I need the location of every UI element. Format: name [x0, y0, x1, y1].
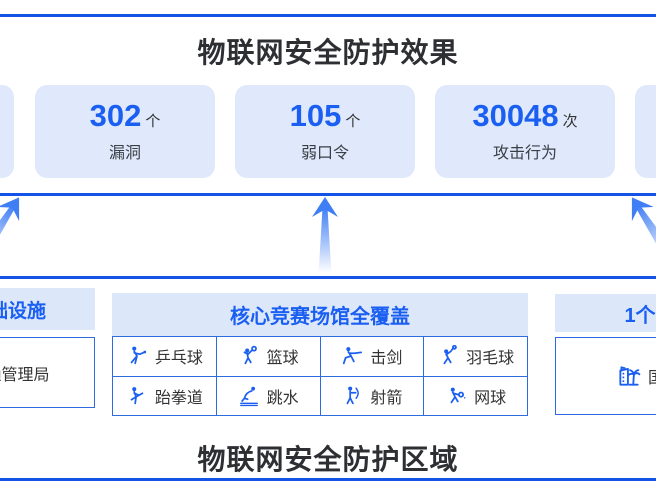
stat-value: 30048 — [472, 98, 559, 133]
venue-name-text: 国 — [647, 370, 656, 387]
stat-card-attacks: 30048 次 攻击行为 — [435, 85, 615, 178]
stat-label: 攻击行为 — [492, 145, 557, 162]
venue-label: 乒乓球 — [154, 350, 203, 368]
stat-card-weak-passwords: 105 个 弱口令 — [235, 85, 415, 178]
venue-cell-basketball: 篮球 — [216, 337, 321, 377]
stat-unit: 次 — [562, 113, 578, 130]
venue-label: 网球 — [474, 389, 507, 407]
stat-card-vulnerabilities: 302 个 漏洞 — [35, 85, 215, 178]
venue-label: 跆拳道 — [154, 389, 203, 407]
stat-number-row: 105 个 — [290, 100, 361, 131]
stat-value: 302 — [89, 98, 142, 133]
stat-unit: 个 — [345, 113, 361, 130]
up-arrow-icon — [0, 186, 36, 273]
venue-label: 击剑 — [370, 350, 403, 368]
venue-label: 射箭 — [370, 389, 403, 407]
diving-icon — [238, 385, 260, 407]
venue-cell-badminton: 羽毛球 — [424, 337, 528, 377]
stat-card-partial-right — [635, 85, 656, 178]
up-arrow-icon — [305, 197, 345, 275]
stat-label: 漏洞 — [108, 145, 141, 162]
archery-icon — [341, 385, 363, 407]
stat-number-row: 302 个 — [90, 100, 161, 131]
venue-cell-archery: 射箭 — [320, 376, 425, 416]
zone-right-header: 1个 — [555, 294, 656, 332]
venue-cell-fencing: 击剑 — [320, 337, 425, 377]
zone-center-header: 核心竞赛场馆全覆盖 — [112, 293, 528, 336]
band-bottom-line — [0, 276, 656, 279]
stat-number-row: 30048 次 — [472, 100, 577, 131]
fencing-icon — [341, 345, 363, 367]
zone-left-header: 础设施 — [0, 288, 95, 330]
venue-label: 篮球 — [266, 350, 299, 368]
page-title-effect: 物联网安全防护效果 — [197, 37, 459, 68]
basketball-icon — [238, 345, 260, 367]
top-divider-line — [0, 14, 656, 17]
stat-card-partial-left — [0, 85, 14, 178]
stat-label: 弱口令 — [300, 145, 349, 162]
tennis-icon — [445, 385, 467, 407]
venue-cell-tennis: 网球 — [424, 376, 528, 416]
taekwondo-icon — [126, 385, 148, 407]
stat-unit: 个 — [145, 113, 161, 130]
zone-left-item: 通管理局 — [0, 337, 95, 408]
venues-grid: 乒乓球 篮球 击剑 — [112, 336, 528, 416]
table-tennis-icon — [126, 345, 148, 367]
venue-cell-table-tennis: 乒乓球 — [113, 337, 217, 377]
venue-cell-diving: 跳水 — [216, 376, 321, 416]
bottom-divider-line — [0, 478, 656, 481]
badminton-icon — [437, 345, 459, 367]
band-top-line — [0, 193, 656, 196]
page-title-area: 物联网安全防护区域 — [197, 444, 459, 475]
stat-value: 105 — [289, 98, 342, 133]
venue-building-icon — [616, 363, 642, 389]
zone-right-item: 国 — [555, 337, 656, 415]
venue-cell-taekwondo: 跆拳道 — [113, 376, 217, 416]
venue-label: 羽毛球 — [466, 350, 515, 368]
venue-label: 跳水 — [266, 389, 299, 407]
up-arrow-icon — [615, 186, 656, 273]
